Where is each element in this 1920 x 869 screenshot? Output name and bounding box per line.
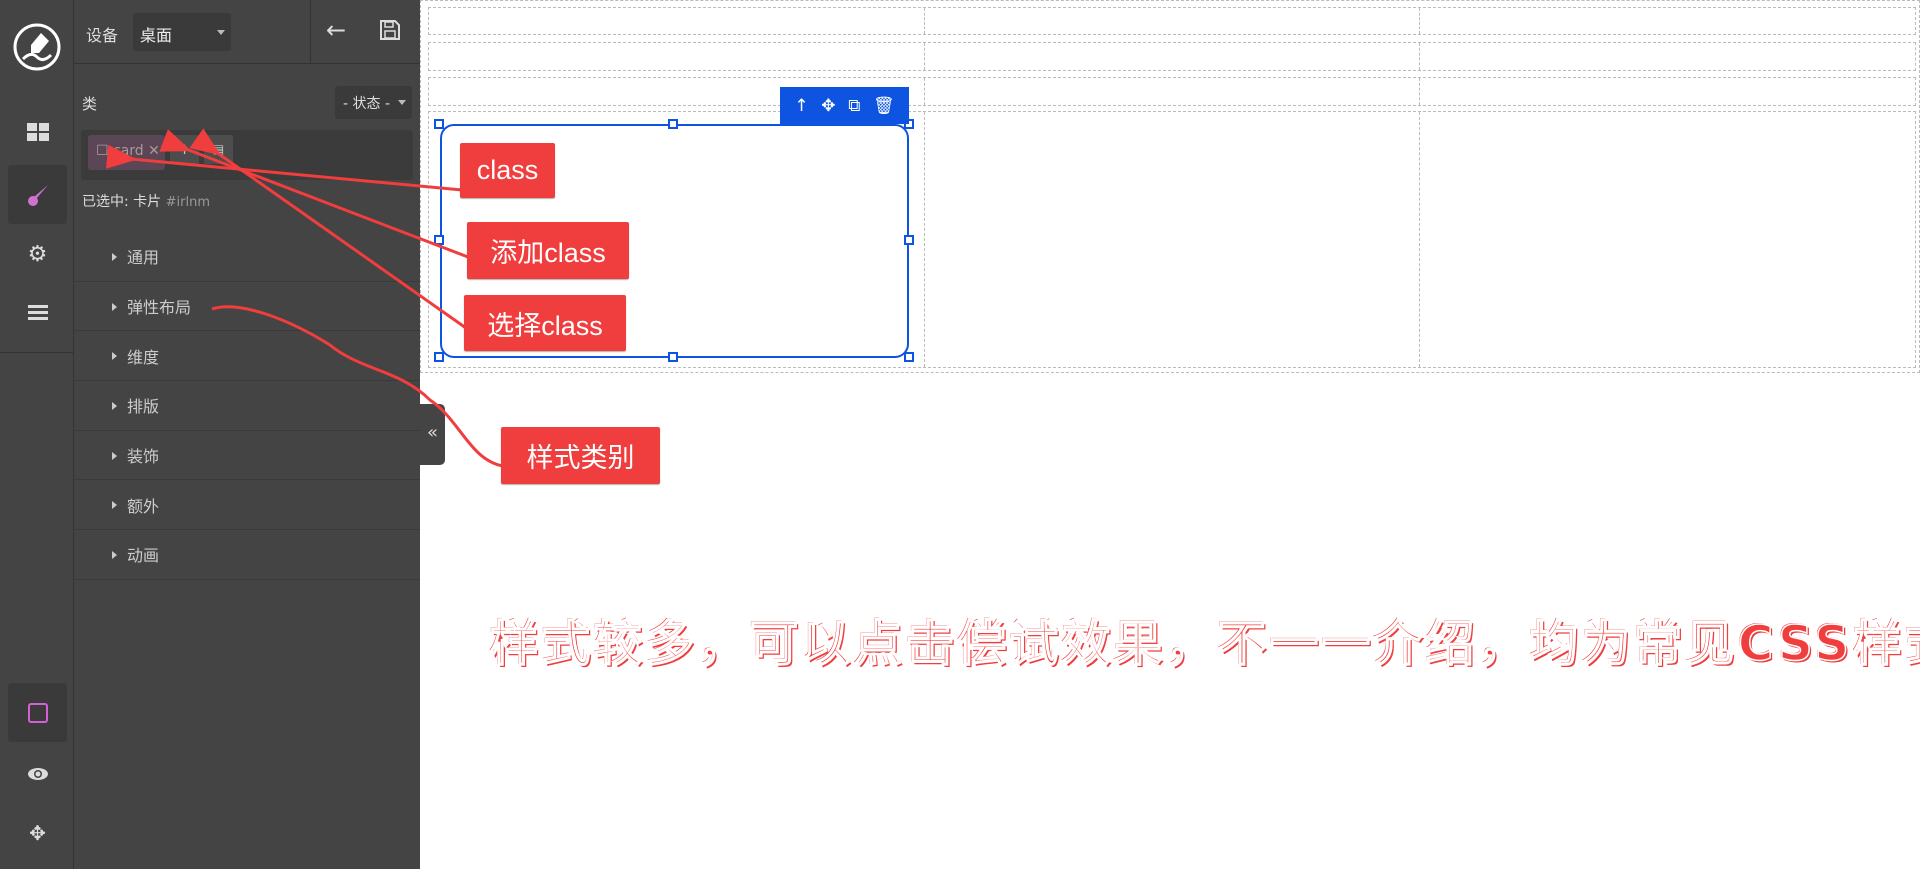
style-brush-icon[interactable] — [8, 165, 67, 224]
caret-right-icon — [112, 352, 117, 361]
section-flex[interactable]: 弹性布局 — [74, 282, 420, 332]
fullscreen-expand-icon[interactable]: ✥ — [29, 820, 46, 845]
selected-id: #irlnm — [165, 195, 210, 210]
annotation-select-class: 选择class — [464, 295, 626, 351]
class-label: 类 — [82, 95, 98, 113]
style-sections: 通用 弹性布局 维度 排版 装饰 额外 动画 — [74, 232, 420, 580]
collapse-panel-button[interactable]: « — [420, 404, 445, 465]
checkbox-icon[interactable]: ☐ — [96, 143, 109, 159]
left-toolbar: ⚙ ✥ — [0, 0, 74, 869]
arrow-up-icon[interactable]: ↑ — [794, 95, 809, 116]
table-row[interactable] — [428, 42, 1916, 71]
resize-handle[interactable] — [434, 119, 444, 129]
section-label: 维度 — [127, 347, 160, 367]
panel-header: 设备 桌面 ← — [74, 0, 420, 64]
resize-handle[interactable] — [904, 119, 914, 129]
style-manager-panel: 设备 桌面 ← 类 - 状态 - ☐ card ✕ + ▤ 已选中: 卡片 #i… — [74, 0, 420, 869]
footer-annotation: 样式较多，可以点击偿试效果，不一一介绍，均为常见CSS样式 — [489, 615, 1920, 673]
state-select[interactable]: - 状态 - — [335, 86, 412, 119]
arrow-select-class — [189, 128, 467, 330]
back-arrow-icon[interactable]: ← — [326, 16, 347, 44]
table-row[interactable] — [428, 111, 1916, 368]
section-animation[interactable]: 动画 — [74, 530, 420, 580]
resize-handle[interactable] — [668, 352, 678, 362]
gear-icon[interactable]: ⚙ — [27, 242, 48, 267]
layers-menu-icon[interactable] — [8, 283, 67, 342]
arrow-add-class — [159, 129, 469, 259]
caret-right-icon — [112, 501, 117, 510]
trash-icon[interactable]: 🗑 — [873, 95, 895, 116]
annotation-add-class: 添加class — [467, 222, 629, 279]
device-value: 桌面 — [140, 26, 173, 45]
table-row[interactable] — [428, 7, 1916, 35]
logo-icon — [13, 23, 61, 75]
section-typography[interactable]: 排版 — [74, 381, 420, 431]
eye-preview-icon[interactable] — [8, 744, 67, 803]
caret-right-icon — [112, 451, 117, 460]
section-label: 动画 — [127, 546, 160, 566]
copy-icon[interactable]: ⧉ — [848, 95, 861, 116]
arrow-style-category — [211, 305, 504, 468]
resize-handle[interactable] — [904, 235, 914, 245]
section-label: 通用 — [127, 248, 160, 268]
component-outline-icon[interactable] — [8, 683, 67, 742]
close-icon[interactable]: ✕ — [148, 143, 160, 159]
caret-right-icon — [112, 253, 117, 261]
section-label: 排版 — [127, 397, 160, 417]
section-label: 装饰 — [127, 447, 160, 467]
component-toolbar: ↑ ✥ ⧉ 🗑 — [780, 87, 909, 124]
annotation-style-category: 样式类别 — [501, 427, 660, 484]
resize-handle[interactable] — [434, 235, 444, 245]
section-decorations[interactable]: 装饰 — [74, 431, 420, 481]
selected-info: 已选中: 卡片 #irlnm — [82, 191, 210, 211]
state-value: - 状态 - — [343, 96, 391, 112]
section-extra[interactable]: 额外 — [74, 480, 420, 531]
caret-right-icon — [112, 302, 117, 311]
resize-handle[interactable] — [434, 352, 444, 362]
editor-canvas[interactable] — [420, 0, 1920, 373]
move-icon[interactable]: ✥ — [821, 95, 836, 116]
device-label: 设备 — [86, 26, 119, 45]
section-dimension[interactable]: 维度 — [74, 331, 420, 382]
divider — [0, 352, 74, 353]
resize-handle[interactable] — [668, 119, 678, 129]
section-label: 弹性布局 — [127, 298, 192, 318]
arrow-class — [105, 144, 463, 192]
chevron-down-icon — [217, 30, 225, 35]
chevron-down-icon — [398, 100, 406, 105]
save-icon[interactable] — [379, 19, 401, 45]
divider — [310, 0, 311, 64]
selected-label: 已选中: — [82, 194, 129, 210]
section-label: 额外 — [127, 496, 160, 516]
table-row[interactable] — [428, 77, 1916, 106]
selected-name: 卡片 — [133, 194, 162, 210]
blocks-grid-icon[interactable] — [8, 102, 67, 161]
section-general[interactable]: 通用 — [74, 232, 420, 282]
resize-handle[interactable] — [904, 352, 914, 362]
annotation-class: class — [460, 143, 555, 198]
caret-right-icon — [112, 402, 117, 411]
caret-right-icon — [112, 551, 117, 560]
device-select[interactable]: 桌面 — [133, 13, 231, 51]
